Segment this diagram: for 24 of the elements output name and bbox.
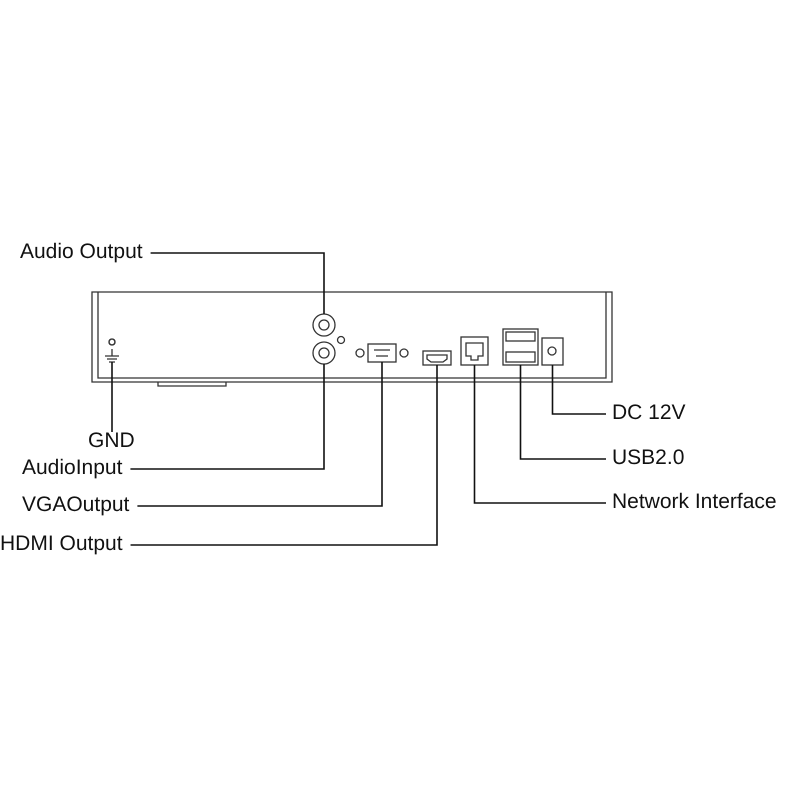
callout-label: HDMI Output	[0, 532, 123, 556]
vga-port-icon	[355, 343, 409, 363]
callout-label: USB2.0	[612, 446, 684, 470]
callout-label: DC 12V	[612, 401, 686, 425]
leader-line	[474, 365, 606, 504]
hdmi-port-icon	[422, 350, 452, 366]
callout-label: GND	[88, 429, 135, 453]
usb-port-icon	[502, 328, 539, 366]
power-jack-icon	[541, 337, 564, 366]
ground-terminal-icon	[104, 338, 120, 363]
callout-label: AudioInput	[22, 456, 122, 480]
audio-jack-icon	[312, 313, 336, 337]
ethernet-port-icon	[460, 336, 489, 366]
leader-line	[130, 365, 438, 546]
leader-line	[137, 362, 383, 507]
callout-label: Audio Output	[20, 240, 143, 264]
leader-line	[520, 365, 606, 460]
leader-line	[130, 364, 325, 470]
leader-line	[150, 252, 325, 314]
audio-jack-icon	[312, 341, 336, 365]
leader-line	[552, 365, 606, 415]
callout-label: VGAOutput	[22, 493, 130, 517]
leader-line	[111, 362, 113, 432]
callout-label: Network Interface	[612, 490, 777, 514]
